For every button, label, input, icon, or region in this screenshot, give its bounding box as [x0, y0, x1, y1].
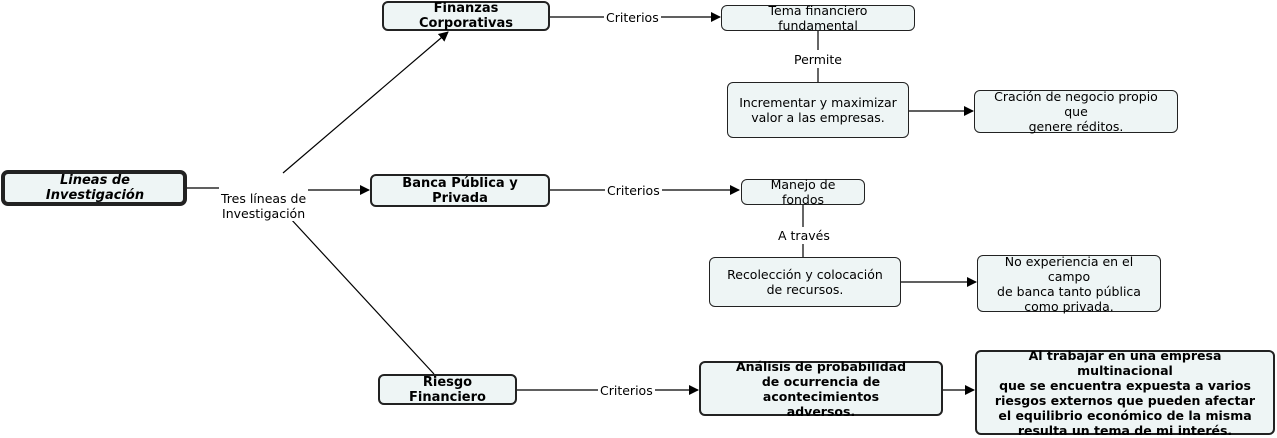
banca-outcome-label: No experiencia en el campo de banca tant…	[997, 253, 1141, 314]
finanzas-detail-label: Incrementar y maximizar valor a las empr…	[739, 95, 897, 125]
finanzas-concept-label: Tema financiero fundamental	[768, 3, 868, 33]
banca-connector-label: A través	[776, 228, 832, 243]
branch-finanzas-label: Finanzas Corporativas	[419, 1, 513, 31]
link-to-finanzas	[282, 31, 449, 174]
riesgo-outcome-node[interactable]: Al trabajar en una empresa multinacional…	[975, 347, 1275, 438]
branch-riesgo-node[interactable]: Riesgo Financiero	[378, 374, 517, 405]
branch-banca-node[interactable]: Banca Pública y Privada	[370, 174, 550, 207]
finanzas-concept-node[interactable]: Tema financiero fundamental	[721, 3, 915, 33]
banca-detail-node[interactable]: Recolección y colocación de recursos.	[709, 257, 901, 307]
banca-outcome-node[interactable]: No experiencia en el campo de banca tant…	[977, 253, 1161, 314]
link-to-riesgo	[277, 204, 435, 375]
banca-criterios-label: Criterios	[605, 183, 662, 198]
root-node-label: Lineas de Investigación	[45, 173, 145, 203]
finanzas-outcome-node[interactable]: Cración de negocio propio que genere réd…	[974, 89, 1178, 134]
finanzas-outcome-label: Cración de negocio propio que genere réd…	[994, 89, 1158, 134]
root-link-label: Tres líneas de Investigación	[219, 176, 309, 221]
branch-finanzas-node[interactable]: Finanzas Corporativas	[382, 1, 550, 31]
riesgo-outcome-label: Al trabajar en una empresa multinacional…	[994, 347, 1256, 438]
root-node[interactable]: Lineas de Investigación	[1, 170, 187, 206]
banca-detail-label: Recolección y colocación de recursos.	[727, 267, 883, 297]
riesgo-detail-node[interactable]: Análisis de probabilidad de ocurrencia d…	[699, 358, 943, 419]
riesgo-criterios-label: Criterios	[598, 383, 655, 398]
finanzas-criterios-label: Criterios	[604, 10, 661, 25]
banca-concept-node[interactable]: Manejo de fondos	[741, 177, 865, 207]
finanzas-connector-label: Permite	[792, 52, 844, 67]
banca-concept-label: Manejo de fondos	[770, 177, 836, 207]
branch-riesgo-label: Riesgo Financiero	[409, 374, 486, 405]
riesgo-detail-label: Análisis de probabilidad de ocurrencia d…	[735, 358, 907, 419]
finanzas-detail-node[interactable]: Incrementar y maximizar valor a las empr…	[727, 82, 909, 138]
branch-banca-label: Banca Pública y Privada	[402, 175, 518, 206]
